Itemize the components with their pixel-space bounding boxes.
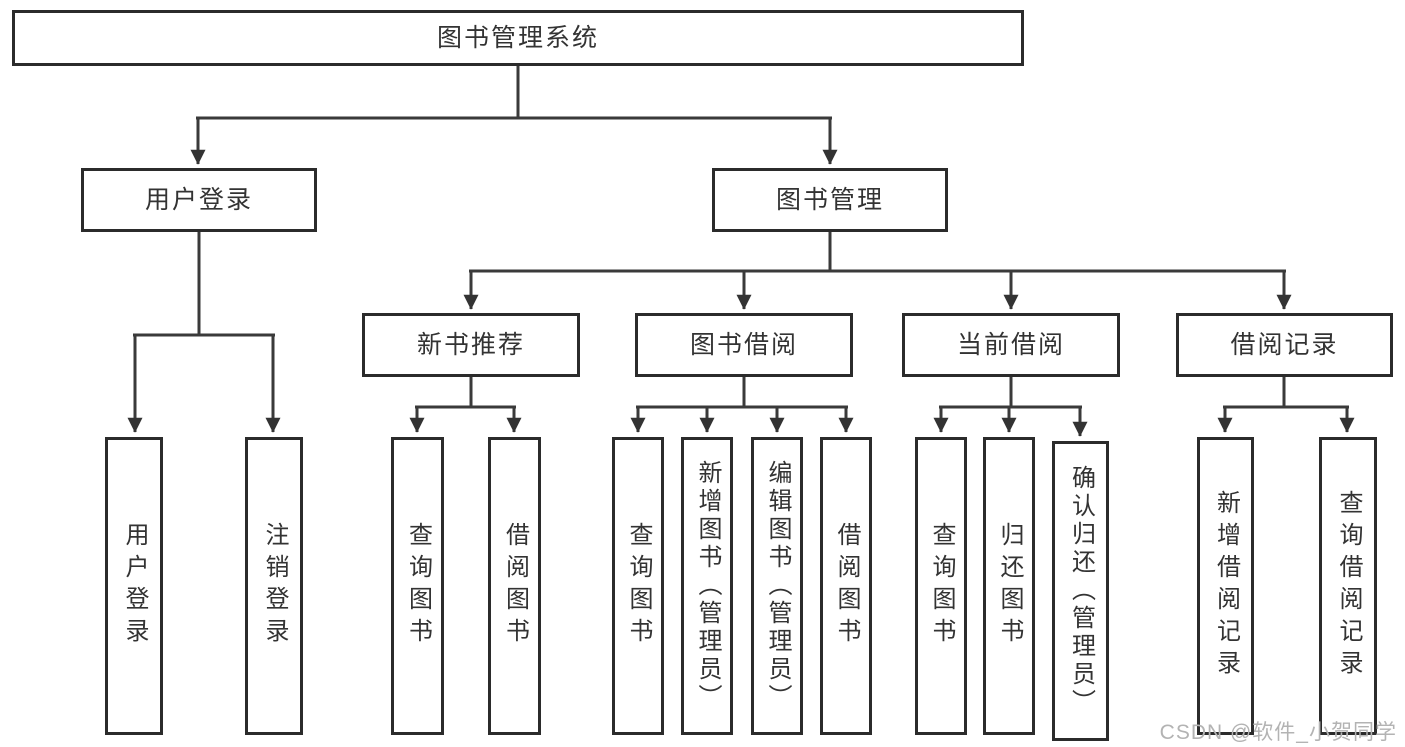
node-new-book-recommend: 新书推荐 — [362, 313, 580, 377]
connector-current-borrow-children — [933, 377, 1088, 437]
node-borrow-records: 借阅记录 — [1176, 313, 1393, 377]
leaf-borrow-books: 借阅图书 — [820, 437, 872, 735]
node-book-borrow-label: 图书借阅 — [689, 330, 798, 359]
leaf-user-login: 用户登录 — [105, 437, 163, 735]
node-book-management: 图书管理 — [712, 168, 948, 232]
leaf-add-book-admin: 新增图书（管理员） — [681, 437, 733, 735]
node-new-book-recommend-label: 新书推荐 — [416, 330, 525, 359]
connector-user-login-children — [127, 232, 281, 433]
node-user-login: 用户登录 — [81, 168, 317, 232]
node-book-management-label: 图书管理 — [775, 185, 884, 214]
node-root: 图书管理系统 — [12, 10, 1024, 66]
node-borrow-records-label: 借阅记录 — [1230, 330, 1339, 359]
leaf-logout: 注销登录 — [245, 437, 303, 735]
connector-borrow-records-children — [1217, 377, 1355, 433]
leaf-add-borrow-record: 新增借阅记录 — [1197, 437, 1254, 735]
connector-book-borrow-children — [630, 377, 854, 433]
leaf-return-books: 归还图书 — [983, 437, 1035, 735]
node-current-borrow-label: 当前借阅 — [956, 330, 1065, 359]
connector-new-book-recommend-children — [409, 377, 522, 433]
leaf-query-books-borrow: 查询图书 — [612, 437, 664, 735]
node-book-borrow: 图书借阅 — [635, 313, 853, 377]
connector-root-to-level2 — [190, 66, 838, 165]
leaf-query-books-current: 查询图书 — [915, 437, 967, 735]
node-root-label: 图书管理系统 — [436, 23, 599, 52]
leaf-borrow-books-recommend: 借阅图书 — [488, 437, 541, 735]
leaf-confirm-return-admin: 确认归还（管理员） — [1052, 441, 1109, 741]
connector-book-management-children — [463, 232, 1292, 310]
node-user-login-label: 用户登录 — [144, 185, 253, 214]
leaf-edit-book-admin: 编辑图书（管理员） — [751, 437, 803, 735]
leaf-query-borrow-record: 查询借阅记录 — [1319, 437, 1377, 735]
leaf-query-books-recommend: 查询图书 — [391, 437, 444, 735]
watermark: CSDN @软件_小贺同学 — [1159, 721, 1397, 744]
node-current-borrow: 当前借阅 — [902, 313, 1120, 377]
